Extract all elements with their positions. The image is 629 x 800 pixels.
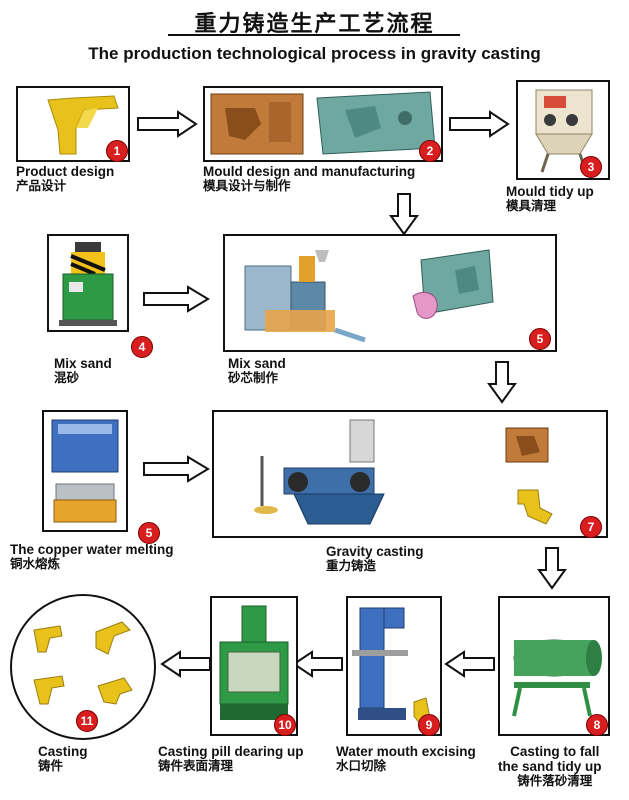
step-5b-label-zh: 铜水熔炼 xyxy=(10,557,61,571)
step-3-tidy-panel: 3 xyxy=(516,80,610,180)
page-title-english: The production technological process in … xyxy=(88,44,541,63)
arrow-right-icon xyxy=(143,285,210,313)
step-1-caption: Product design 产品设计 xyxy=(16,164,114,194)
title-underline xyxy=(168,34,460,36)
step-4-mix-sand-panel: 4 xyxy=(47,234,153,358)
step-2-caption: Mould design and manufacturing 模具设计与制作 xyxy=(203,164,415,194)
step-1-badge: 1 xyxy=(106,140,128,162)
step-2-badge: 2 xyxy=(419,140,441,162)
step-7-caption: Gravity casting 重力铸造 xyxy=(326,544,424,574)
step-8-sand-fall-panel: 8 xyxy=(498,596,610,736)
step-4-badge: 4 xyxy=(131,336,153,358)
arrow-left-icon xyxy=(444,650,495,678)
step-8-label-en-1: Casting to fall xyxy=(510,744,600,759)
step-2-label-en: Mould design and manufacturing xyxy=(203,164,416,179)
arrow-down-icon xyxy=(389,193,419,236)
step-11-label-en: Casting xyxy=(38,744,88,759)
step-8-caption: Casting to fall the sand tidy up 铸件落砂清理 xyxy=(498,744,602,789)
step-4-label-zh: 混砂 xyxy=(54,371,80,385)
step-5b-badge: 5 xyxy=(138,522,160,544)
step-5-label-zh: 砂芯制作 xyxy=(228,371,279,385)
step-10-pill-clearing-panel: 10 xyxy=(210,596,298,736)
step-5-label-en: Mix sand xyxy=(228,356,286,371)
arrow-down-icon xyxy=(487,361,517,404)
step-1-label-en: Product design xyxy=(16,164,115,179)
gravity-casting-machine-illustration xyxy=(254,419,553,525)
step-9-caption: Water mouth excising 水口切除 xyxy=(336,744,476,774)
step-11-label-zh: 铸件 xyxy=(38,759,64,773)
step-2-mould-panel: 2 xyxy=(203,86,443,162)
arrow-right-icon xyxy=(143,455,210,483)
step-10-label-zh: 铸件表面清理 xyxy=(158,759,234,773)
step-10-caption: Casting pill dearing up 铸件表面清理 xyxy=(158,744,304,774)
step-9-label-zh: 水口切除 xyxy=(336,759,387,773)
step-7-label-zh: 重力铸造 xyxy=(326,559,377,573)
step-5-badge: 5 xyxy=(529,328,551,350)
step-7-label-en: Gravity casting xyxy=(326,544,424,559)
arrow-left-icon xyxy=(160,650,211,678)
arrow-left-icon xyxy=(292,650,343,678)
step-10-badge: 10 xyxy=(274,714,296,736)
arrow-down-icon xyxy=(537,547,567,590)
step-3-badge: 3 xyxy=(580,156,602,178)
mould-illustration xyxy=(210,91,436,155)
page-title-chinese: 重力铸造生产工艺流程 xyxy=(194,11,435,36)
arrow-right-icon xyxy=(449,110,510,138)
step-5b-copper-melting-panel: 5 xyxy=(42,410,160,544)
melting-furnace-illustration xyxy=(51,419,119,523)
arrow-right-icon xyxy=(137,110,198,138)
step-11-casting-circle: 11 xyxy=(10,594,156,740)
sandblast-cabinet-illustration xyxy=(535,89,593,173)
step-10-label-en: Casting pill dearing up xyxy=(158,744,304,759)
step-11-caption: Casting 铸件 xyxy=(38,744,88,774)
step-5b-caption: The copper water melting 铜水熔炼 xyxy=(10,542,174,572)
step-7-gravity-casting-panel: 7 xyxy=(212,410,608,538)
step-1-label-zh: 产品设计 xyxy=(16,179,67,193)
shot-blast-machine-illustration xyxy=(219,605,289,720)
step-3-label-en: Mould tidy up xyxy=(506,184,594,199)
step-5b-label-en: The copper water melting xyxy=(10,542,174,557)
step-9-label-en: Water mouth excising xyxy=(336,744,476,759)
band-saw-illustration xyxy=(352,607,431,725)
step-3-caption: Mould tidy up 模具清理 xyxy=(506,184,594,214)
step-8-label-zh: 铸件落砂清理 xyxy=(517,774,593,788)
step-11-badge: 11 xyxy=(76,710,98,732)
step-5-sand-core-panel: 5 xyxy=(223,234,557,352)
step-3-label-zh: 模具清理 xyxy=(506,199,557,213)
step-1-product-design-panel: 1 xyxy=(16,86,130,162)
step-4-label-en: Mix sand xyxy=(54,356,112,371)
drum-shaker-illustration xyxy=(512,639,602,717)
step-8-label-en-2: the sand tidy up xyxy=(498,759,602,774)
step-8-badge: 8 xyxy=(586,714,608,736)
step-4-caption: Mix sand 混砂 xyxy=(54,356,112,386)
step-9-water-mouth-panel: 9 xyxy=(346,596,442,736)
step-2-label-zh: 模具设计与制作 xyxy=(203,179,291,193)
product-part-illustration xyxy=(47,95,119,155)
step-9-badge: 9 xyxy=(418,714,440,736)
step-7-badge: 7 xyxy=(580,516,602,538)
step-5-caption: Mix sand 砂芯制作 xyxy=(228,356,286,386)
castings-illustration xyxy=(33,621,133,705)
core-machine-illustration xyxy=(244,249,494,343)
sand-mixer-illustration xyxy=(59,242,117,326)
